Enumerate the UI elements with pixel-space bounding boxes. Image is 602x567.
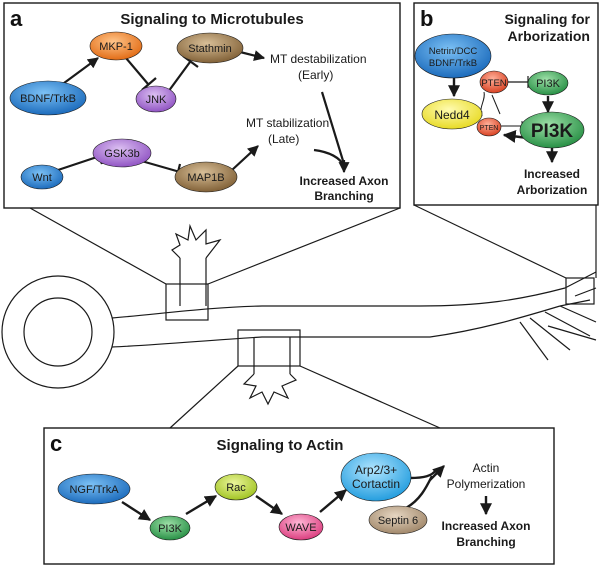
node-ngf-trka: NGF/TrkA	[57, 473, 131, 505]
edge-ngf-pi3k	[121, 500, 152, 522]
node-gsk3b-label: GSK3b	[104, 148, 139, 160]
node-nedd4-label: Nedd4	[434, 108, 470, 122]
node-pi3k-small: PI3K	[527, 70, 569, 96]
node-arp-label-1: Arp2/3+	[355, 463, 397, 477]
edge-merge-actin	[429, 465, 445, 481]
lower-branch	[253, 337, 291, 374]
connector-a	[29, 207, 401, 285]
node-nedd4: Nedd4	[421, 98, 483, 130]
axon-upper-edge	[111, 287, 566, 319]
edge-rac-wave	[255, 495, 283, 515]
connector-b	[413, 204, 597, 279]
node-pten-top-label: PTEN	[481, 78, 506, 89]
node-wnt-label: Wnt	[32, 172, 52, 184]
panel-c-letter: c	[50, 431, 62, 456]
connector-c	[169, 365, 441, 429]
panel-a-title: Signaling to Microtubules	[120, 11, 303, 28]
panel-b-letter: b	[420, 6, 433, 31]
soma-inner	[23, 297, 93, 367]
node-jnk-label: JNK	[146, 94, 167, 106]
edge-bdnf-mkp1	[59, 57, 99, 87]
label-b-outcome-1: Increased	[524, 167, 580, 181]
label-actin: Actin	[473, 461, 500, 475]
label-a-outcome-1: Increased Axon	[300, 174, 389, 188]
node-gsk3b: GSK3b	[92, 138, 152, 168]
label-a-outcome-2: Branching	[314, 189, 373, 203]
label-mt-destabilization: MT destabilization	[270, 52, 367, 66]
label-stab-late: (Late)	[268, 132, 299, 146]
node-bdnf-trkb: BDNF/TrkB	[9, 80, 87, 116]
node-netrin-bdnf: Netrin/DCC BDNF/TrkB	[414, 33, 492, 79]
edge-stathmin-destab	[239, 50, 266, 61]
node-stathmin: Stathmin	[176, 32, 244, 64]
node-arp-label-2: Cortactin	[352, 477, 400, 491]
edge-map1b-stab	[231, 145, 259, 171]
panel-a-letter: a	[10, 6, 23, 31]
label-c-outcome-1: Increased Axon	[442, 519, 531, 533]
node-rac-label: Rac	[226, 482, 246, 494]
node-stathmin-label: Stathmin	[188, 43, 231, 55]
node-netrin-label-1: Netrin/DCC	[429, 46, 478, 57]
lower-growth-cone	[242, 373, 298, 406]
panel-a: a Signaling to Microtubules BDNF/TrkB MK…	[3, 2, 401, 209]
node-septin6-label: Septin 6	[378, 515, 418, 527]
node-wave-label: WAVE	[285, 522, 316, 534]
neuron-sketch	[1, 204, 597, 429]
node-pten-top: PTEN	[479, 70, 509, 94]
node-mkp1: MKP-1	[89, 31, 143, 61]
panel-c: c Signaling to Actin NGF/TrkA PI3K Rac W…	[43, 427, 555, 565]
edge-pi3k-rac	[185, 494, 218, 516]
panel-c-title: Signaling to Actin	[217, 437, 344, 454]
node-map1b-label: MAP1B	[187, 172, 224, 184]
node-c-pi3k: PI3K	[149, 515, 191, 541]
node-pten-low: PTEN	[476, 117, 502, 137]
label-b-outcome-2: Arborization	[517, 183, 588, 197]
node-netrin-label-2: BDNF/TrkB	[429, 58, 477, 69]
soma-outer	[1, 275, 115, 389]
node-ngf-trka-label: NGF/TrkA	[69, 484, 119, 496]
axon-lower-edge	[111, 305, 561, 348]
zoom-box-a	[165, 283, 209, 321]
upper-branch	[179, 258, 207, 306]
node-arp23-cortactin: Arp2/3+ Cortactin	[340, 452, 412, 502]
node-rac: Rac	[214, 473, 258, 501]
node-jnk: JNK	[135, 85, 177, 113]
panel-b: b Signaling for Arborization Netrin/DCC …	[413, 2, 599, 206]
node-septin6: Septin 6	[368, 505, 428, 535]
edge-mkp1-jnk-inhibit	[125, 57, 157, 91]
edge-pten-top-low	[491, 94, 501, 115]
node-wave: WAVE	[278, 513, 324, 541]
node-pi3k-small-label: PI3K	[536, 78, 561, 90]
terminal-arbor	[519, 271, 597, 361]
node-c-pi3k-label: PI3K	[158, 523, 183, 535]
panel-b-title-1: Signaling for	[504, 11, 590, 27]
node-bdnf-trkb-label: BDNF/TrkB	[20, 93, 76, 105]
label-mt-stabilization: MT stabilization	[246, 116, 329, 130]
upper-growth-cone	[171, 223, 222, 259]
node-mkp1-label: MKP-1	[99, 41, 133, 53]
label-c-outcome-2: Branching	[456, 535, 515, 549]
panel-c-frame	[43, 427, 555, 565]
label-destab-early: (Early)	[298, 68, 333, 82]
node-wnt: Wnt	[20, 164, 64, 190]
node-pi3k-big: PI3K	[519, 111, 585, 149]
edge-wave-arp	[319, 489, 347, 513]
panel-c-edges	[121, 465, 492, 522]
node-pten-low-label: PTEN	[480, 125, 499, 132]
zoom-box-c	[237, 329, 301, 367]
panel-b-title-2: Arborization	[508, 28, 590, 44]
node-pi3k-big-label: PI3K	[531, 121, 574, 142]
node-map1b: MAP1B	[174, 161, 238, 193]
zoom-box-b	[565, 277, 595, 305]
label-polymerization: Polymerization	[447, 477, 526, 491]
